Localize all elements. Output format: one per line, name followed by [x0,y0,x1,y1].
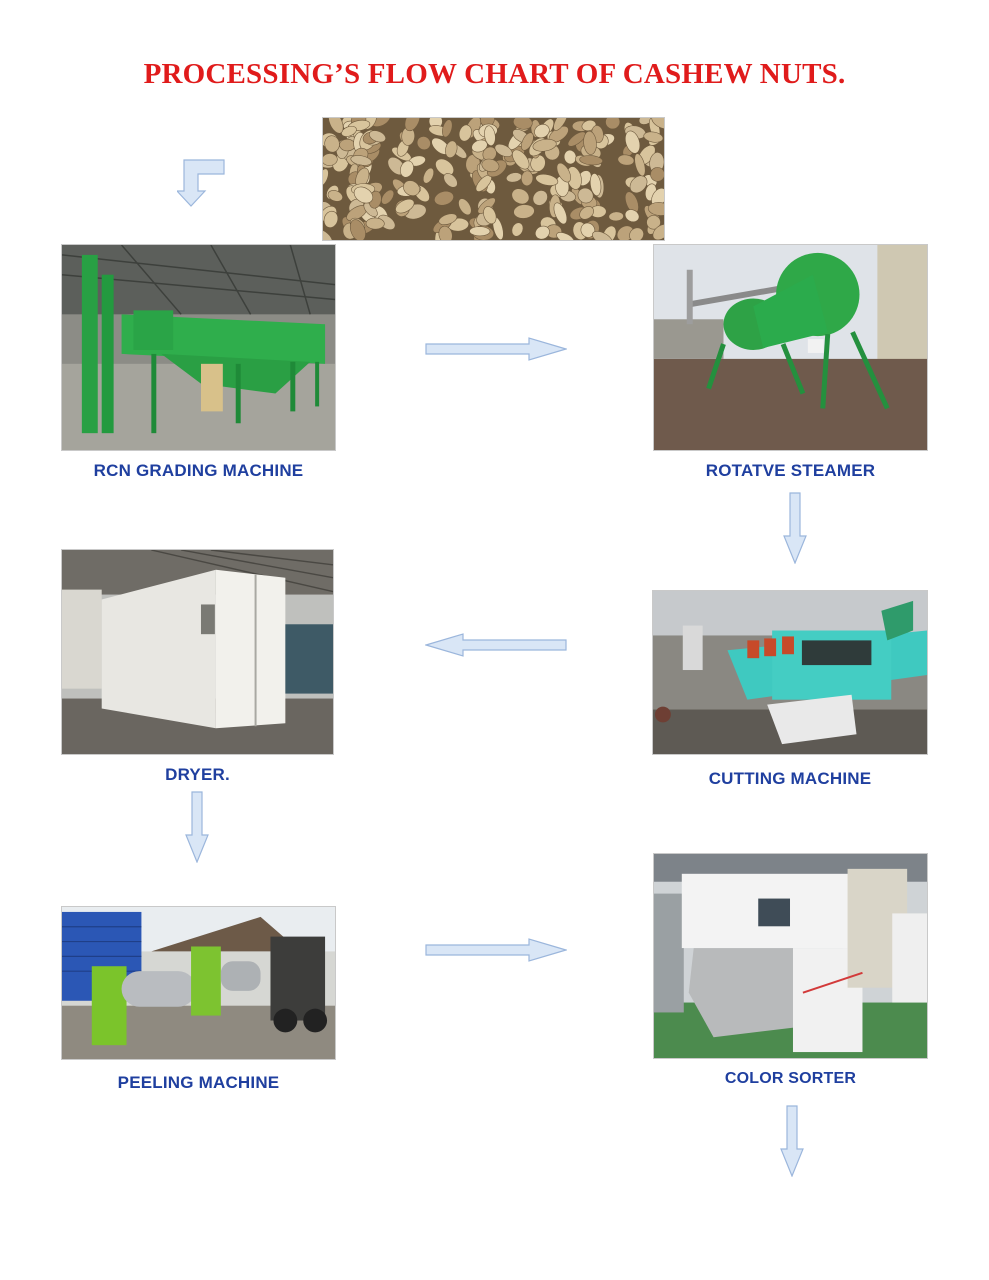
cashew-nut [577,187,594,204]
peeling-machine-label: PEELING MACHINE [117,1073,280,1092]
cashew-nut [349,219,366,240]
cashew-nut [511,188,530,205]
cashew-nut [494,143,513,158]
cashew-nut [435,158,454,176]
cashew-nut [422,167,435,184]
page-title: PROCESSING’S FLOW CHART OF CASHEW NUTS. [143,58,846,90]
rotatve-steamer-photo [653,244,928,451]
cashew-nut [458,124,472,142]
cashew-nut [434,190,454,206]
arrow-sorter-to-next [780,1105,804,1177]
cashew-nut [567,131,586,147]
cashew-nut [483,206,497,225]
cashew-nut [328,118,344,134]
cashew-nut [553,202,568,225]
cashew-nut [324,135,340,153]
cashew-nut [643,131,664,143]
cashew-nut [580,222,596,238]
raw-cashew-nuts-photo [322,117,665,241]
rotatve-steamer-label: ROTATVE STEAMER [705,461,876,480]
cashew-nut [404,118,421,132]
cashew-nut [365,217,385,230]
cashew-nut [445,140,458,159]
cashew-nut [530,154,546,172]
cashew-nut [403,180,420,197]
cashew-nut [469,226,491,237]
cashew-nut [416,136,431,151]
cashew-nut [592,231,613,240]
cashew-nut [624,130,641,154]
cashew-nut [534,225,550,240]
cashew-nut [395,198,415,214]
arrow-dryer-to-peeling [185,791,209,863]
cashew-nut [579,155,603,166]
cashew-nut [323,210,339,228]
color-sorter-photo [653,853,928,1059]
arrow-steamer-to-cutting [783,492,807,564]
cashew-nut [521,132,534,151]
cashew-nut [438,225,453,240]
cashew-nut [556,232,575,240]
cashew-nut [458,198,472,216]
cashew-nut [484,125,496,146]
cashew-nut [513,204,535,219]
arrow-grading-to-steamer [425,337,567,361]
cashew-nut [443,173,458,188]
cashew-nut [581,119,597,132]
cashew-nut [534,124,550,139]
cashew-nut [579,206,594,220]
color-sorter-label: COLOR SORTER [724,1070,857,1087]
arrow-peeling-to-sorter [425,938,567,962]
cashew-nut [323,153,338,166]
cashew-nut [608,211,624,222]
cashew-nut [532,190,548,206]
cashew-nut [605,118,621,130]
cashew-nut [629,227,644,240]
arrow-cutting-to-dryer [425,633,567,657]
arrow-nuts-to-grading [177,158,227,208]
cashew-nut [521,170,534,187]
cashew-nut [481,158,500,173]
cashew-nut [634,153,646,177]
cashew-nut [629,175,648,194]
cashew-nut [651,118,664,130]
cashew-nut [513,118,533,130]
cutting-machine-label: CUTTING MACHINE [708,769,872,788]
cashew-nut [535,173,559,186]
cashew-nut [650,167,664,182]
cashew-nut [553,118,568,131]
cashew-nut [339,138,356,152]
cashew-nut [327,190,343,202]
cashew-nut [323,229,333,240]
rcn-grading-machine-photo [61,244,336,451]
cashew-nut [583,130,597,155]
cashew-nut [563,149,577,165]
dryer-label: DRYER. [165,765,230,784]
cashew-nut [323,168,329,187]
cashew-nut [652,224,664,240]
cashew-nut [532,138,557,152]
cashew-nut [589,173,602,197]
cashew-nut [438,213,458,226]
cashew-nut [353,186,374,204]
cashew-nut [624,209,640,223]
cashew-nut [617,154,635,166]
dryer-photo [61,549,334,755]
cashew-nut [556,162,571,183]
cashew-nut [369,130,386,143]
cutting-machine-photo [652,590,928,755]
cashew-nut [381,189,395,205]
cashew-nut [511,222,524,237]
rcn-grading-machine-label: RCN GRADING MACHINE [93,461,304,480]
cashew-nut [512,149,530,170]
cashew-nut [399,160,414,178]
cashew-nut [647,202,664,216]
cashew-nut [341,125,357,137]
peeling-machine-photo [61,906,336,1060]
cashew-nut [442,119,453,138]
